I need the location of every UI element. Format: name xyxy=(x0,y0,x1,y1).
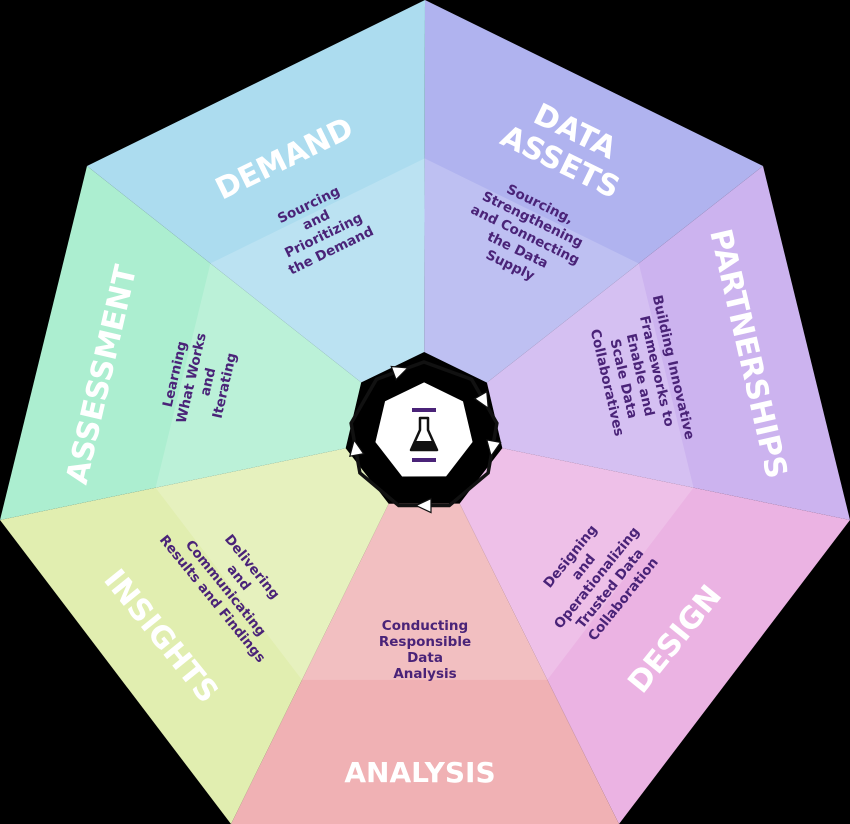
segment-inner-band-data-assets xyxy=(486,263,694,488)
segment-insights xyxy=(0,166,362,520)
segment-inner-band-demand xyxy=(424,158,639,383)
segment-inner-band-partnerships xyxy=(459,448,694,680)
segment-assessment xyxy=(87,0,425,383)
segment-inner-band-assessment xyxy=(210,158,425,383)
segment-partnerships xyxy=(459,448,850,824)
cycle-arrowhead xyxy=(485,439,502,458)
segment-analysis xyxy=(0,448,389,824)
segment-description-line: Conducting xyxy=(382,618,468,634)
segment-inner-band-design xyxy=(301,503,548,680)
cycle-arrowhead xyxy=(390,365,410,381)
cycle-arrows xyxy=(349,360,502,514)
segment-title-line: ANALYSIS xyxy=(344,756,495,789)
segment-description-line: Responsible xyxy=(379,634,471,650)
cycle-arrowhead xyxy=(349,438,365,457)
segment-inner-band-insights xyxy=(155,263,362,488)
center-core xyxy=(375,382,473,477)
segment-description-line: Data xyxy=(407,650,443,666)
segment-design xyxy=(231,503,619,824)
segment-demand xyxy=(424,0,763,383)
segment-description-line: Analysis xyxy=(393,666,456,682)
flask-icon xyxy=(409,408,439,462)
segment-title-analysis: ANALYSIS xyxy=(344,756,495,789)
segment-inner-band-analysis xyxy=(155,448,389,680)
cycle-arrowhead xyxy=(473,390,489,410)
cycle-arrowhead xyxy=(414,497,432,514)
segment-data-assets xyxy=(486,166,850,520)
inner-heptagon xyxy=(375,382,473,477)
segment-description-line: and xyxy=(197,366,219,397)
